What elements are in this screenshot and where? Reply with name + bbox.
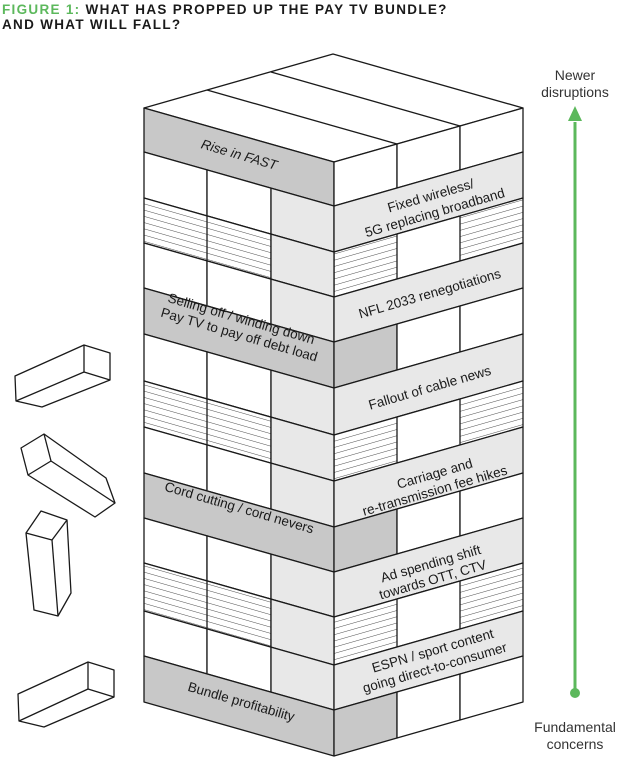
- figure-title-line1: WHAT HAS PROPPED UP THE PAY TV BUNDLE?: [85, 2, 448, 17]
- newer-disruptions-label: Newer disruptions: [520, 67, 630, 101]
- arrow-up-icon: [568, 106, 582, 121]
- fallen-block-3: [25, 510, 72, 617]
- arrow-base-dot: [570, 688, 580, 698]
- fallen-blocks: [14, 344, 116, 728]
- figure-label: FIGURE 1:: [2, 2, 81, 17]
- newer-label-line1: Newer: [554, 67, 596, 83]
- fundamental-concerns-label: Fundamental concerns: [520, 719, 630, 753]
- newer-label-line2: disruptions: [541, 84, 609, 100]
- figure-title-line2: AND WHAT WILL FALL?: [2, 17, 182, 32]
- top-block-divider: [270, 71, 461, 127]
- fallen-block-4: [17, 661, 115, 728]
- fundamental-label-line2: concerns: [546, 736, 604, 752]
- figure-title: FIGURE 1: WHAT HAS PROPPED UP THE PAY TV…: [2, 2, 448, 32]
- fallen-block-2: [20, 433, 116, 518]
- fundamental-label-line1: Fundamental: [534, 719, 616, 735]
- top-block-divider: [206, 89, 398, 145]
- row-bundle-right-cell: [459, 655, 524, 721]
- fallen-block-1: [14, 344, 111, 408]
